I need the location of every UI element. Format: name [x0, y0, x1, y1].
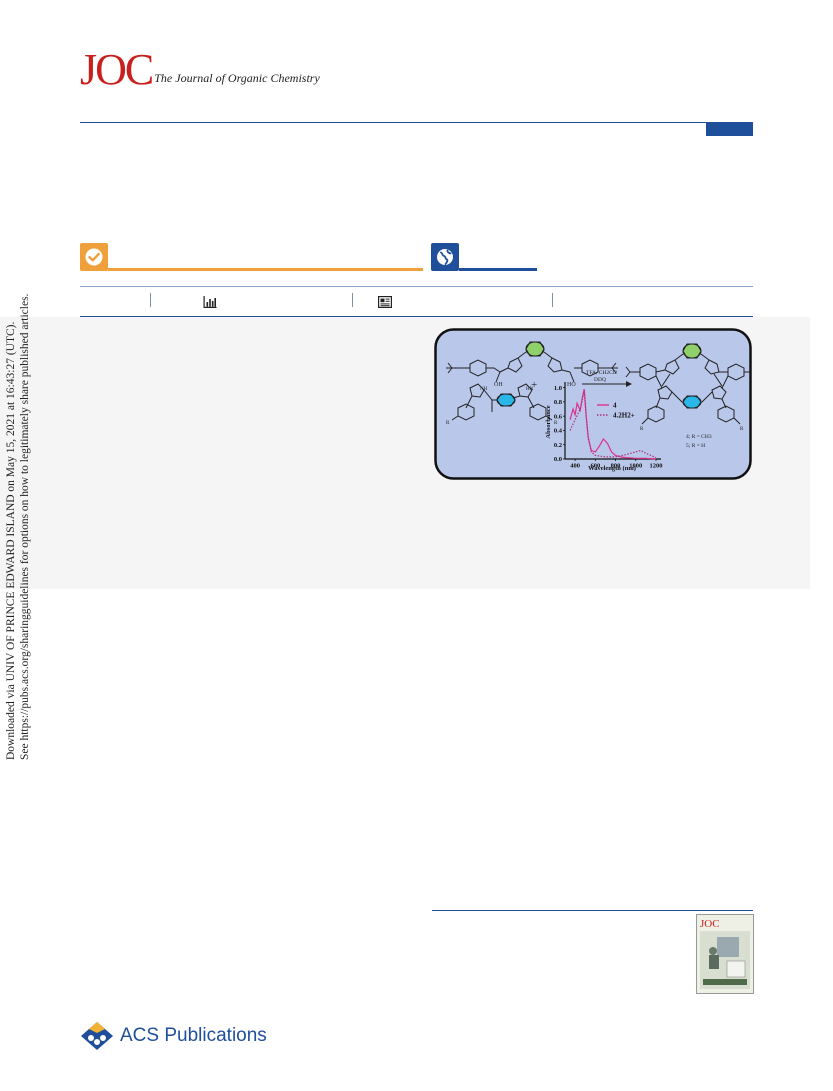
x-tick-label: 600 — [590, 463, 600, 470]
y-tick-label: 0.0 — [554, 456, 562, 463]
product-macrocycle-structure — [625, 343, 750, 425]
y-tick-label: 0.4 — [554, 428, 563, 435]
reaction-arrow — [582, 381, 632, 387]
globe-badge[interactable] — [431, 243, 459, 271]
label-oh: OH — [494, 382, 503, 388]
article-recommendations-icon — [378, 296, 393, 309]
y-axis-label: Absorbance — [545, 405, 552, 438]
toc-frame — [434, 328, 752, 480]
globe-underline — [459, 268, 537, 271]
metrics-citations-link[interactable] — [203, 295, 217, 313]
journal-cover-thumbnail[interactable]: JOC — [696, 914, 754, 994]
label-hn: HN — [526, 387, 534, 392]
bar-chart-icon — [203, 296, 217, 308]
label-r-right: R — [554, 421, 558, 426]
metrics-separator — [552, 293, 553, 307]
open-access-badge[interactable] — [80, 243, 108, 271]
compound-note-4: 4; R = CH3 — [686, 434, 712, 440]
metrics-rule-bottom — [80, 316, 753, 317]
journal-logo-mark: JOC — [80, 45, 154, 94]
series-line-42h — [569, 390, 657, 459]
absorbance-chart: 0.0 0.2 0.4 0.6 0.8 1.0 400 600 800 1000 1200 Wav… — [545, 382, 662, 472]
cover-title: JOC — [700, 918, 720, 930]
x-axis-label: Wavelength (nm) — [588, 465, 636, 472]
journal-name: The Journal of Organic Chemistry — [154, 71, 320, 85]
download-notice-line-1: Downloaded via UNIV OF PRINCE EDWARD ISL… — [5, 321, 17, 760]
journal-logo[interactable]: JOC The Journal of Organic Chemistry — [80, 46, 320, 92]
x-tick-label: 800 — [611, 463, 621, 470]
article-type-tab — [706, 122, 753, 136]
plus-sign: + — [531, 379, 537, 391]
metrics-separator — [150, 293, 151, 307]
footer-rule — [432, 910, 753, 911]
reagent-line-2: DDQ — [594, 377, 606, 383]
reactant-left-structure — [446, 341, 618, 421]
header-rule — [80, 122, 753, 123]
x-tick-label: 1000 — [629, 463, 642, 470]
y-tick-label: 0.8 — [554, 399, 563, 406]
x-tick-label: 1200 — [649, 463, 662, 470]
compound-note-5: 5; R = H — [686, 443, 705, 449]
metrics-rule-top — [80, 286, 753, 287]
label-r-left: R — [446, 421, 450, 426]
download-notice: Downloaded via UNIV OF PRINCE EDWARD ISL… — [4, 293, 32, 760]
y-tick-label: 0.6 — [554, 413, 563, 420]
y-tick-label: 0.2 — [554, 442, 562, 449]
check-icon — [85, 248, 103, 266]
publisher-name: ACS Publications — [120, 1025, 267, 1046]
legend-label-42h: 4.2H2+ — [613, 412, 635, 420]
toc-graphic-svg: OH HO + NH HN R R TFA, CH2Cl2 DDQ — [434, 328, 752, 480]
reagent-line-1: TFA, CH2Cl2 — [586, 370, 617, 376]
acs-shield-icon — [81, 1022, 113, 1050]
label-ho: HO — [567, 382, 576, 388]
legend-label-4: 4 — [613, 402, 617, 410]
globe-icon — [437, 249, 453, 265]
open-access-underline — [108, 268, 423, 271]
label-nh: NH — [480, 387, 488, 392]
cover-art: JOC — [697, 915, 753, 993]
label-r-product-left: R — [640, 427, 644, 432]
acs-publications-logo[interactable]: ACS Publications — [80, 1021, 267, 1051]
metrics-separator — [352, 293, 353, 307]
series-line-4 — [569, 388, 656, 460]
label-r-product-right: R — [740, 427, 744, 432]
y-tick-label: 1.0 — [554, 385, 562, 392]
x-tick-label: 400 — [570, 463, 580, 470]
toc-graphic[interactable]: OH HO + NH HN R R TFA, CH2Cl2 DDQ — [434, 328, 752, 480]
metrics-recommendations-link[interactable] — [378, 295, 393, 313]
download-notice-line-2: See https://pubs.acs.org/sharingguidelin… — [19, 293, 31, 760]
